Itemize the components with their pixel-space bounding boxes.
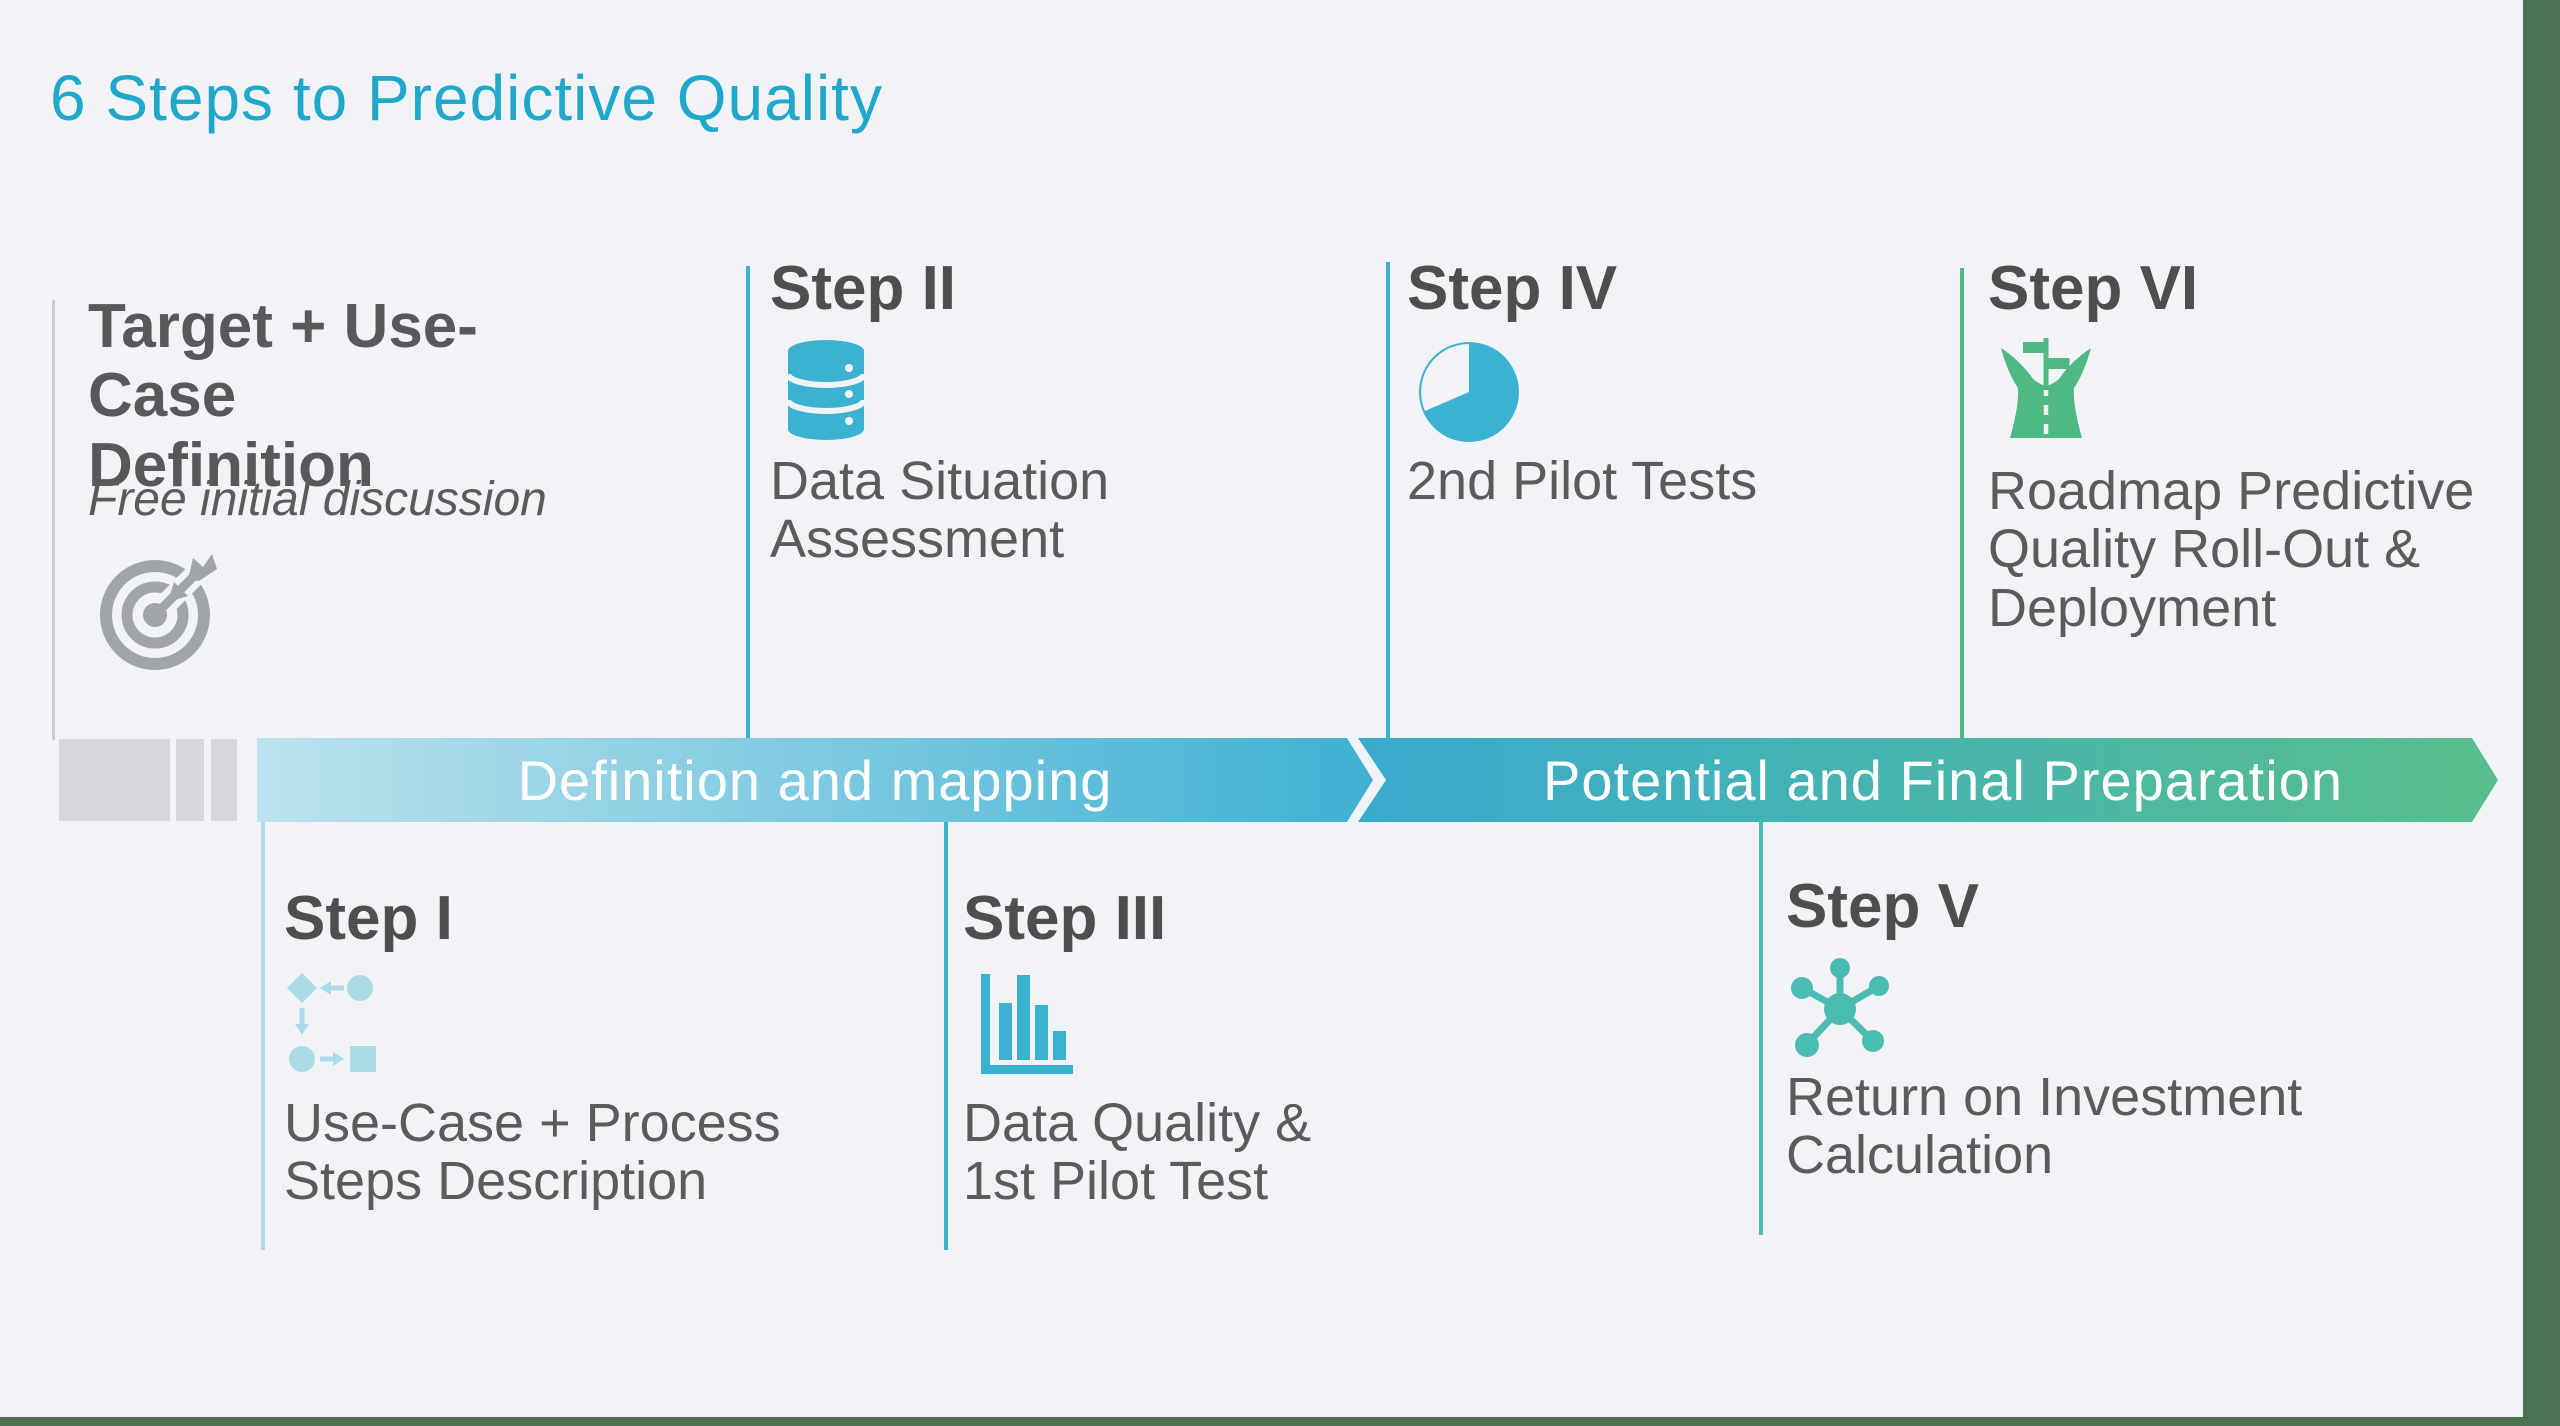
step-2-description: Data Situation Assessment: [770, 451, 1110, 570]
timeline-phase-definition-mapping: Definition and mapping: [257, 738, 1373, 822]
target-icon: [100, 554, 217, 670]
connector-step-2: [746, 266, 750, 738]
step-4-title: Step IV: [1407, 254, 1618, 323]
step-3-description: Data Quality & 1st Pilot Test: [963, 1093, 1312, 1212]
intro-heading: Target + Use-Case Definition: [88, 292, 478, 500]
step-5-title: Step V: [1786, 872, 1979, 941]
connector-step-5: [1759, 822, 1763, 1235]
step-1-title: Step I: [284, 884, 453, 953]
database-icon: [786, 340, 866, 440]
step-4-description: 2nd Pilot Tests: [1407, 451, 1758, 511]
step-5-description: Return on Investment Calculation: [1786, 1067, 2303, 1186]
intro-note: Free initial discussion: [88, 473, 547, 526]
timeline-phase-potential-preparation: Potential and Final Preparation: [1358, 738, 2498, 822]
step-6-description: Roadmap Predictive Quality Roll-Out & De…: [1988, 461, 2475, 638]
timeline-gray-block: [59, 739, 170, 821]
page-title: 6 Steps to Predictive Quality: [50, 62, 883, 134]
flowchart-icon: [287, 973, 376, 1072]
intro-left-line: [52, 300, 55, 740]
step-2-title: Step II: [770, 254, 957, 323]
bottom-frame-border: [0, 1417, 2560, 1426]
pie-chart-icon: [1419, 342, 1519, 442]
phase-label: Definition and mapping: [517, 748, 1113, 812]
roadmap-icon: [2001, 338, 2091, 438]
right-frame-border: [2523, 0, 2560, 1426]
connector-step-1: [261, 822, 265, 1250]
phase-label: Potential and Final Preparation: [1543, 748, 2343, 812]
network-icon: [1791, 958, 1889, 1057]
step-3-title: Step III: [963, 884, 1167, 953]
bar-chart-icon: [981, 974, 1073, 1074]
connector-step-6: [1960, 268, 1964, 738]
step-1-description: Use-Case + Process Steps Description: [284, 1093, 781, 1212]
connector-step-4: [1386, 262, 1390, 738]
timeline-gray-tick: [176, 739, 204, 821]
timeline-gray-tick: [211, 739, 237, 821]
connector-step-3: [944, 822, 948, 1250]
step-6-title: Step VI: [1988, 254, 2199, 323]
